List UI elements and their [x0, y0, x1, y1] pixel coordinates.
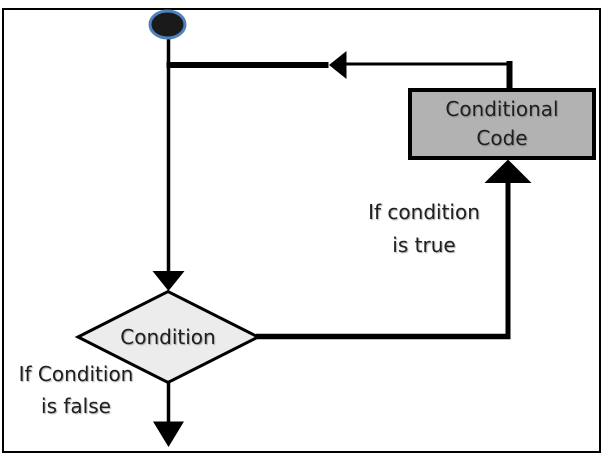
decision-label: Condition: [78, 291, 258, 383]
decision-diamond: [74, 289, 262, 385]
start-terminator: [148, 9, 187, 40]
process-box: [408, 88, 596, 160]
true-branch-label: If condition is true: [343, 196, 505, 262]
process-box-label-line1: Conditional: [445, 97, 559, 121]
arrowhead-false-exit: [153, 421, 184, 447]
true-branch-label-line2: is true: [392, 233, 456, 257]
true-branch-label-line1: If condition: [368, 200, 480, 224]
arrowhead-into-decision: [152, 271, 185, 291]
false-branch-label-line2: is false: [41, 394, 111, 418]
arrowhead-loopback-left: [329, 51, 347, 79]
false-branch-label: If Condition is false: [2, 358, 150, 422]
arrowhead-into-process-box: [484, 159, 532, 183]
diagram-border: [2, 8, 601, 453]
decision-label-text: Condition: [120, 325, 216, 349]
false-branch-label-line1: If Condition: [18, 362, 134, 386]
process-box-label: Conditional Code: [410, 90, 594, 158]
process-box-label-line2: Code: [476, 126, 528, 150]
